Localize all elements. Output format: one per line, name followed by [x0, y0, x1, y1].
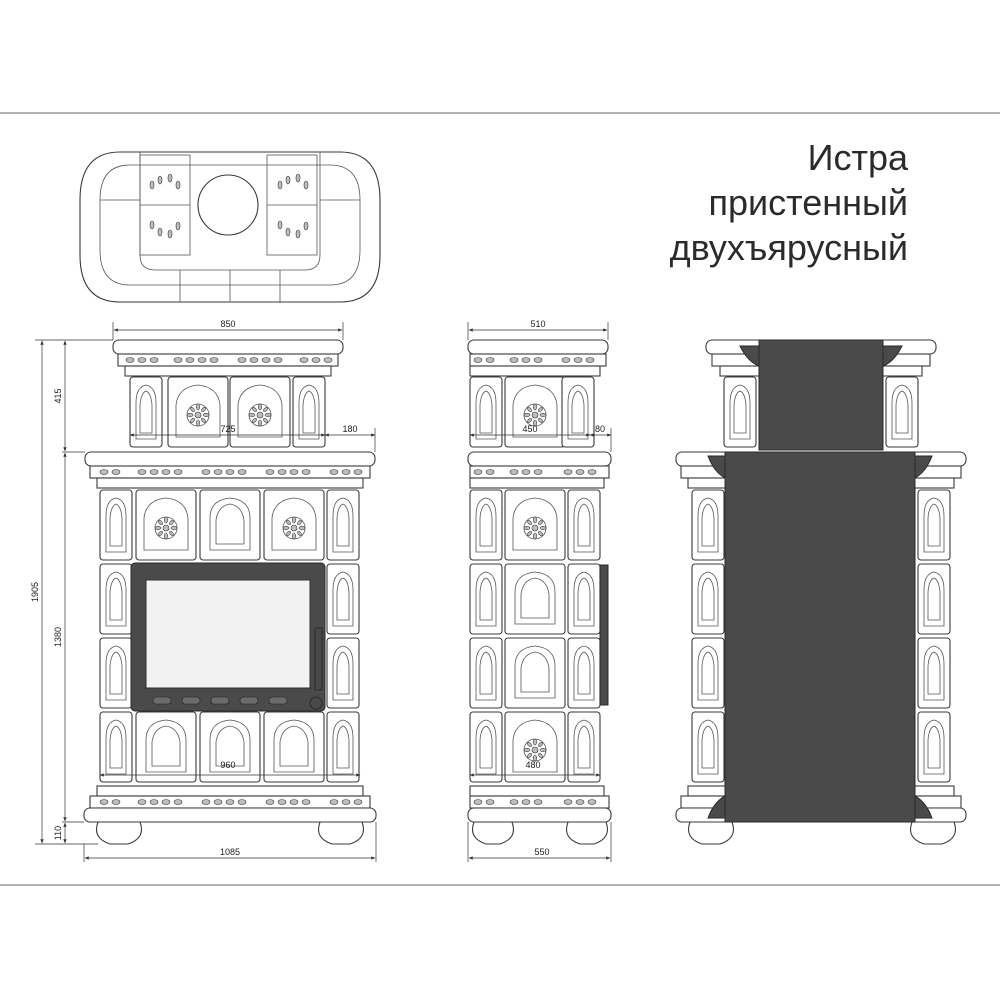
rear-lower-panel	[724, 451, 916, 823]
dim-side-bottom-width: 550	[534, 847, 549, 857]
dim-side-upper-inner: 450	[522, 424, 537, 434]
dim-front-base-height: 110	[53, 826, 63, 840]
plan-view	[79, 151, 381, 303]
dim-front-upper-height: 415	[53, 388, 63, 403]
dim-front-top-width: 850	[220, 319, 235, 329]
dim-front-lower-inner: 960	[220, 760, 235, 770]
foot-left	[95, 821, 143, 845]
title-block: Истра пристенный двухъярусный	[670, 137, 909, 268]
front-dimensions: 850 725 180 960 1085 1905 415 1380 110	[30, 319, 377, 862]
dim-front-total-height: 1905	[30, 582, 40, 602]
dim-front-offset: 180	[342, 424, 357, 434]
dim-front-lower-height: 1380	[53, 627, 63, 647]
rear-upper-panel	[758, 339, 884, 451]
rear-view	[675, 339, 967, 845]
title-line-1: Истра	[808, 137, 909, 178]
foot-right	[317, 821, 365, 845]
title-line-2: пристенный	[709, 182, 908, 223]
side-door-profile	[599, 564, 609, 706]
dim-front-upper-inner: 725	[220, 424, 235, 434]
title-line-3: двухъярусный	[670, 227, 908, 268]
front-view	[83, 339, 377, 845]
side-view	[467, 339, 612, 845]
side-dimensions: 510 450 80 480 550	[467, 319, 612, 862]
door-glass	[145, 579, 311, 689]
dim-side-lower-inner: 480	[525, 760, 540, 770]
dim-side-top-width: 510	[530, 319, 545, 329]
dim-front-bottom-width: 1085	[220, 847, 240, 857]
dim-side-offset: 80	[595, 424, 605, 434]
flue-opening	[197, 174, 259, 236]
